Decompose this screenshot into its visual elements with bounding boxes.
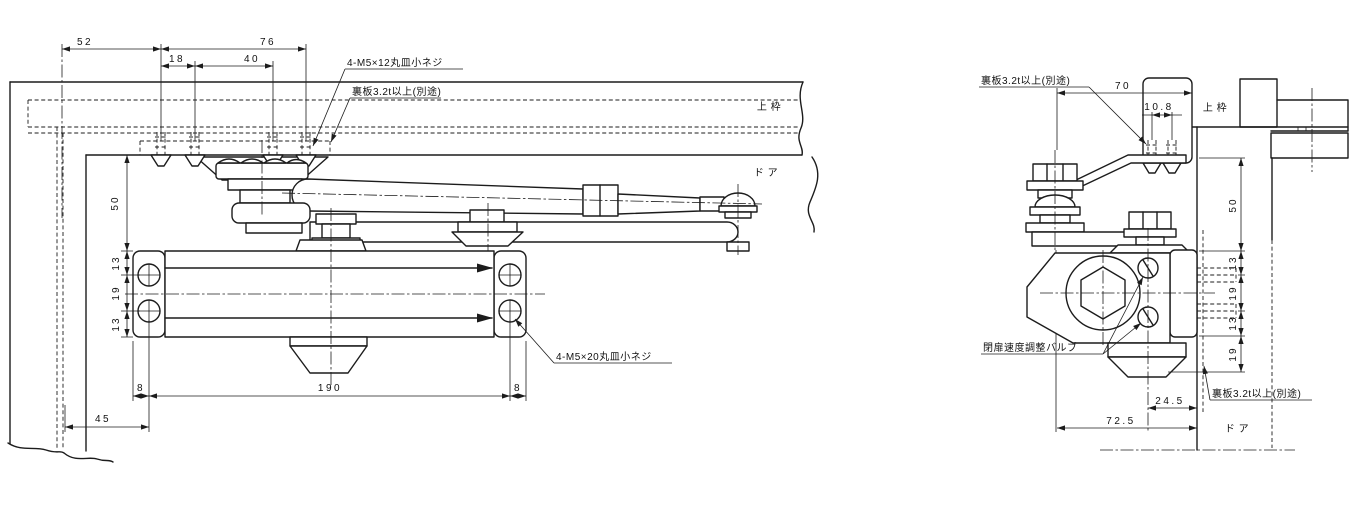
dim-24-5: 24.5 (1155, 396, 1184, 407)
dim-8-right: 8 (514, 383, 522, 394)
dim-190: 190 (318, 383, 342, 394)
body-bottom-cover-side (1107, 356, 1187, 378)
label-backplate-bottom-side: 裏板3.2t以上(別途) (1212, 387, 1301, 400)
dim-8-left: 8 (137, 383, 145, 394)
forearm-shoe (451, 209, 524, 247)
label-door-front: ド ア (754, 168, 778, 179)
label-valve: 閉扉速度調整バルブ (983, 341, 1078, 354)
body-bottom-cover (289, 345, 368, 374)
dim-52: 52 (77, 37, 93, 48)
body-screws (137, 263, 522, 323)
label-screw-top: 4-M5×12丸皿小ネジ (347, 56, 443, 69)
bracket-plate-side (1142, 77, 1193, 164)
frame-lower-leg (1270, 132, 1349, 159)
dim-13b-side: 13 (1228, 315, 1239, 330)
label-backplate-front: 裏板3.2t以上(別途) (352, 85, 441, 98)
label-backplate-top-side: 裏板3.2t以上(別途) (981, 74, 1070, 87)
door-right-break (807, 156, 819, 233)
label-top-frame-front: 上 枠 (757, 100, 781, 113)
dim-70: 70 (1115, 81, 1131, 92)
pinion-stack-side (1109, 211, 1191, 254)
label-door-side: ド ア (1225, 424, 1249, 435)
dim-50-side: 50 (1228, 197, 1239, 212)
plate-screws-side (1142, 140, 1182, 174)
dim-19b-side: 19 (1228, 346, 1239, 361)
dim-50-front: 50 (110, 195, 121, 210)
dim-72-5: 72.5 (1106, 416, 1135, 427)
arm-centerline (281, 192, 763, 205)
dim-13b-front: 13 (111, 316, 122, 331)
dim-13a-front: 13 (111, 255, 122, 270)
frame-stop-block (1239, 78, 1278, 128)
label-top-frame-side: 上 枠 (1203, 101, 1227, 114)
arm-hub (231, 202, 311, 224)
side-view: 70 10.8 上 枠 裏板3.2t以上(別途) 閉扉速度調整バルブ 50 13… (979, 74, 1349, 451)
dim-76: 76 (260, 37, 276, 48)
frame-break-line (7, 442, 65, 454)
front-view: 52 76 18 40 4-M5×12丸皿小ネジ 裏板3.2t以上(別途) 上 … (7, 37, 819, 463)
dim-13a-side: 13 (1228, 255, 1239, 270)
dim-40: 40 (244, 54, 260, 65)
frame-right-break (798, 81, 804, 156)
dim-19-front: 19 (111, 285, 122, 300)
label-screw-body: 4-M5×20丸皿小ネジ (556, 350, 652, 363)
dim-18: 18 (169, 54, 185, 65)
dim-19a-side: 19 (1228, 285, 1239, 300)
dim-10-8: 10.8 (1144, 102, 1173, 113)
dim-45: 45 (95, 414, 111, 425)
door-break-line (63, 452, 114, 463)
door-mount-plate (1169, 249, 1198, 338)
lower-link-bar (309, 221, 739, 243)
arm-rod (617, 193, 701, 215)
backplate-hidden (139, 140, 331, 155)
